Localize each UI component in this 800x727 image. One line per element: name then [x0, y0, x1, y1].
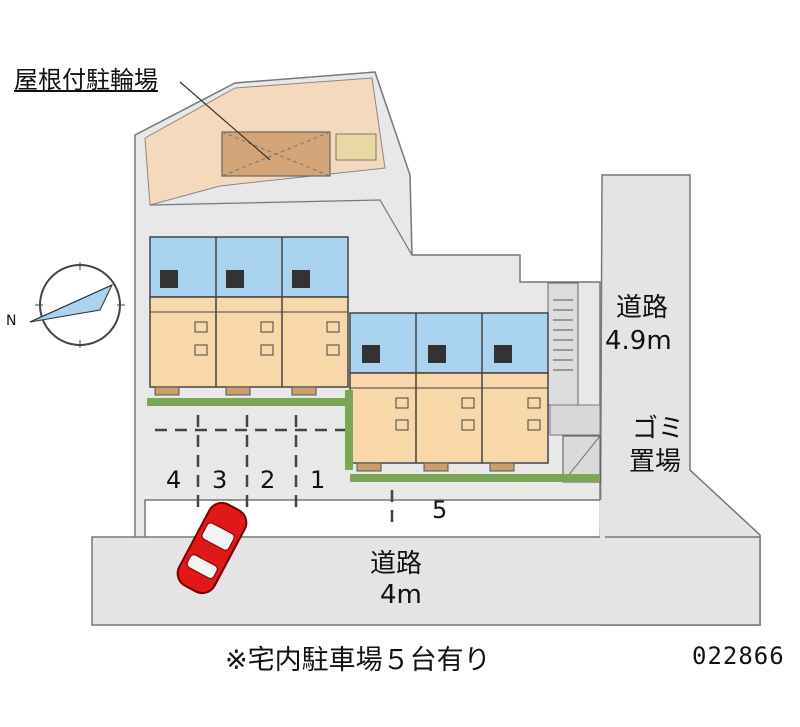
- compass-icon: [29, 262, 125, 348]
- road-right-width: 4.9m: [605, 326, 672, 356]
- roof-bicycle-parking: [179, 81, 377, 177]
- parking-lines: [155, 415, 394, 525]
- parking-space-number: 5: [432, 496, 448, 524]
- parking-note: ※宅内駐車場５台有り: [225, 645, 491, 676]
- parking-space-number: 3: [212, 466, 228, 494]
- hedge-west: [147, 398, 347, 406]
- road-bottom-width: 4m: [380, 580, 422, 610]
- stairs: [547, 282, 601, 436]
- hedge-east: [350, 474, 600, 482]
- garbage-label-line1: ゴミ: [632, 414, 685, 444]
- road-right-name: 道路: [616, 293, 669, 323]
- property-code: 022866: [692, 642, 785, 670]
- parking-space-number: 4: [166, 466, 182, 494]
- building-east: [349, 312, 549, 472]
- compass-north-label: N: [6, 313, 17, 329]
- hedge-east-side: [345, 390, 353, 470]
- car-icon: [176, 501, 248, 595]
- lot-boundary: [149, 199, 413, 256]
- garbage-label-line2: 置場: [629, 447, 682, 477]
- road-bottom-name: 道路: [370, 549, 423, 579]
- parking-space-number: 2: [260, 466, 276, 494]
- roof-bicycle-parking-label: 屋根付駐輪場: [14, 66, 158, 94]
- parking-space-number: 1: [310, 466, 326, 494]
- building-west: [149, 236, 349, 396]
